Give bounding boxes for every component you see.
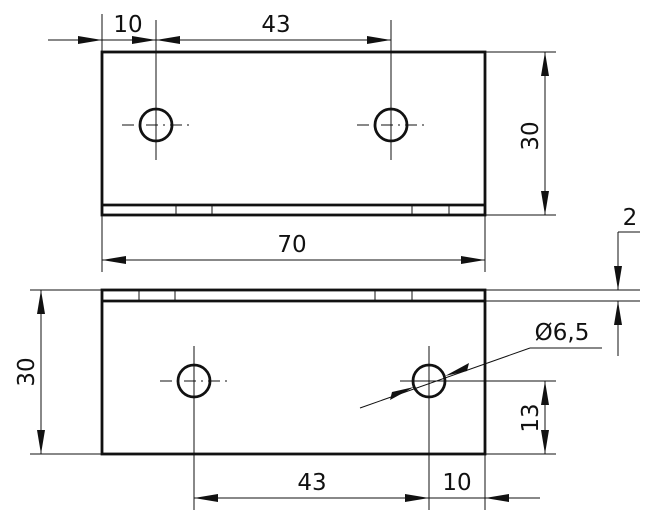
leader-diameter bbox=[359, 347, 531, 409]
dim-label-thickness: 2 bbox=[623, 205, 638, 231]
dim-label-diameter: Ø6,5 bbox=[535, 320, 590, 346]
dim-label-bottom-43: 43 bbox=[297, 470, 326, 496]
top-view bbox=[100, 20, 487, 217]
arrowhead bbox=[37, 290, 45, 314]
top-view-dimensions: 10 43 30 70 bbox=[48, 12, 556, 272]
dim-label-70: 70 bbox=[277, 232, 306, 258]
bottom-view bbox=[100, 288, 556, 510]
arrowhead bbox=[614, 266, 622, 290]
dim-label-top-10: 10 bbox=[113, 12, 142, 38]
arrowhead bbox=[194, 494, 218, 502]
arrowhead bbox=[390, 387, 414, 400]
arrowhead bbox=[78, 36, 102, 44]
arrowhead bbox=[541, 191, 549, 215]
dim-label-bottom-30: 30 bbox=[14, 357, 40, 386]
arrowhead bbox=[485, 494, 509, 502]
arrowhead bbox=[156, 36, 180, 44]
arrowhead bbox=[132, 36, 156, 44]
arrowhead bbox=[541, 52, 549, 76]
arrowhead bbox=[461, 256, 485, 264]
arrowhead bbox=[405, 494, 429, 502]
bottom-view-dimensions: 30 2 Ø6,5 13 43 10 bbox=[14, 205, 640, 510]
arrowhead bbox=[614, 301, 622, 325]
dim-label-bottom-10: 10 bbox=[442, 470, 471, 496]
arrowhead bbox=[367, 36, 391, 44]
arrowhead bbox=[445, 363, 469, 376]
dim-label-top-43: 43 bbox=[261, 12, 290, 38]
arrowhead bbox=[37, 430, 45, 454]
arrowhead bbox=[541, 381, 549, 405]
bottom-view-outline bbox=[100, 288, 487, 456]
dim-label-13: 13 bbox=[518, 403, 544, 432]
top-view-outline bbox=[100, 50, 487, 217]
arrowhead bbox=[102, 256, 126, 264]
arrowhead bbox=[541, 430, 549, 454]
dim-label-top-30: 30 bbox=[518, 121, 544, 150]
